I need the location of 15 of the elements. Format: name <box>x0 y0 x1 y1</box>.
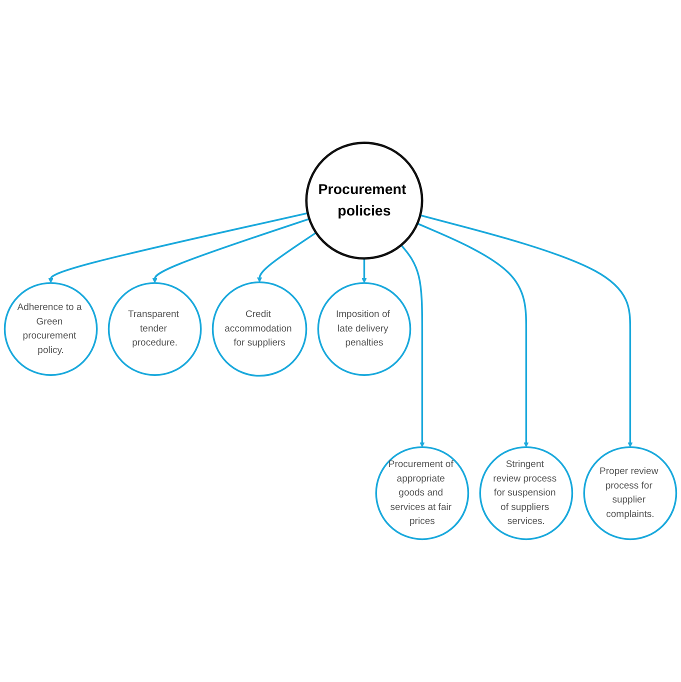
node-circle: Procurement policies <box>305 142 424 260</box>
node-circle: Procurement of appropriate goods and services at fair prices <box>375 446 470 540</box>
node-circle: Adherence to a Green procurement policy. <box>4 282 98 376</box>
arrow <box>256 232 317 282</box>
arrow <box>417 222 529 448</box>
arrow <box>152 218 310 284</box>
arrow <box>48 212 308 284</box>
node-circle: Imposition of late delivery penalties <box>317 282 412 376</box>
node-circle: Stringent review process for suspension of suppliers services. <box>479 446 574 540</box>
node-circle: Transparent tender procedure. <box>108 282 202 376</box>
arrow <box>400 244 425 448</box>
arrow <box>420 214 633 448</box>
node-circle: Credit accommodation for suppliers <box>212 281 308 377</box>
arrow <box>362 258 367 284</box>
node-circle: Proper review process for supplier complaints. <box>583 446 678 540</box>
